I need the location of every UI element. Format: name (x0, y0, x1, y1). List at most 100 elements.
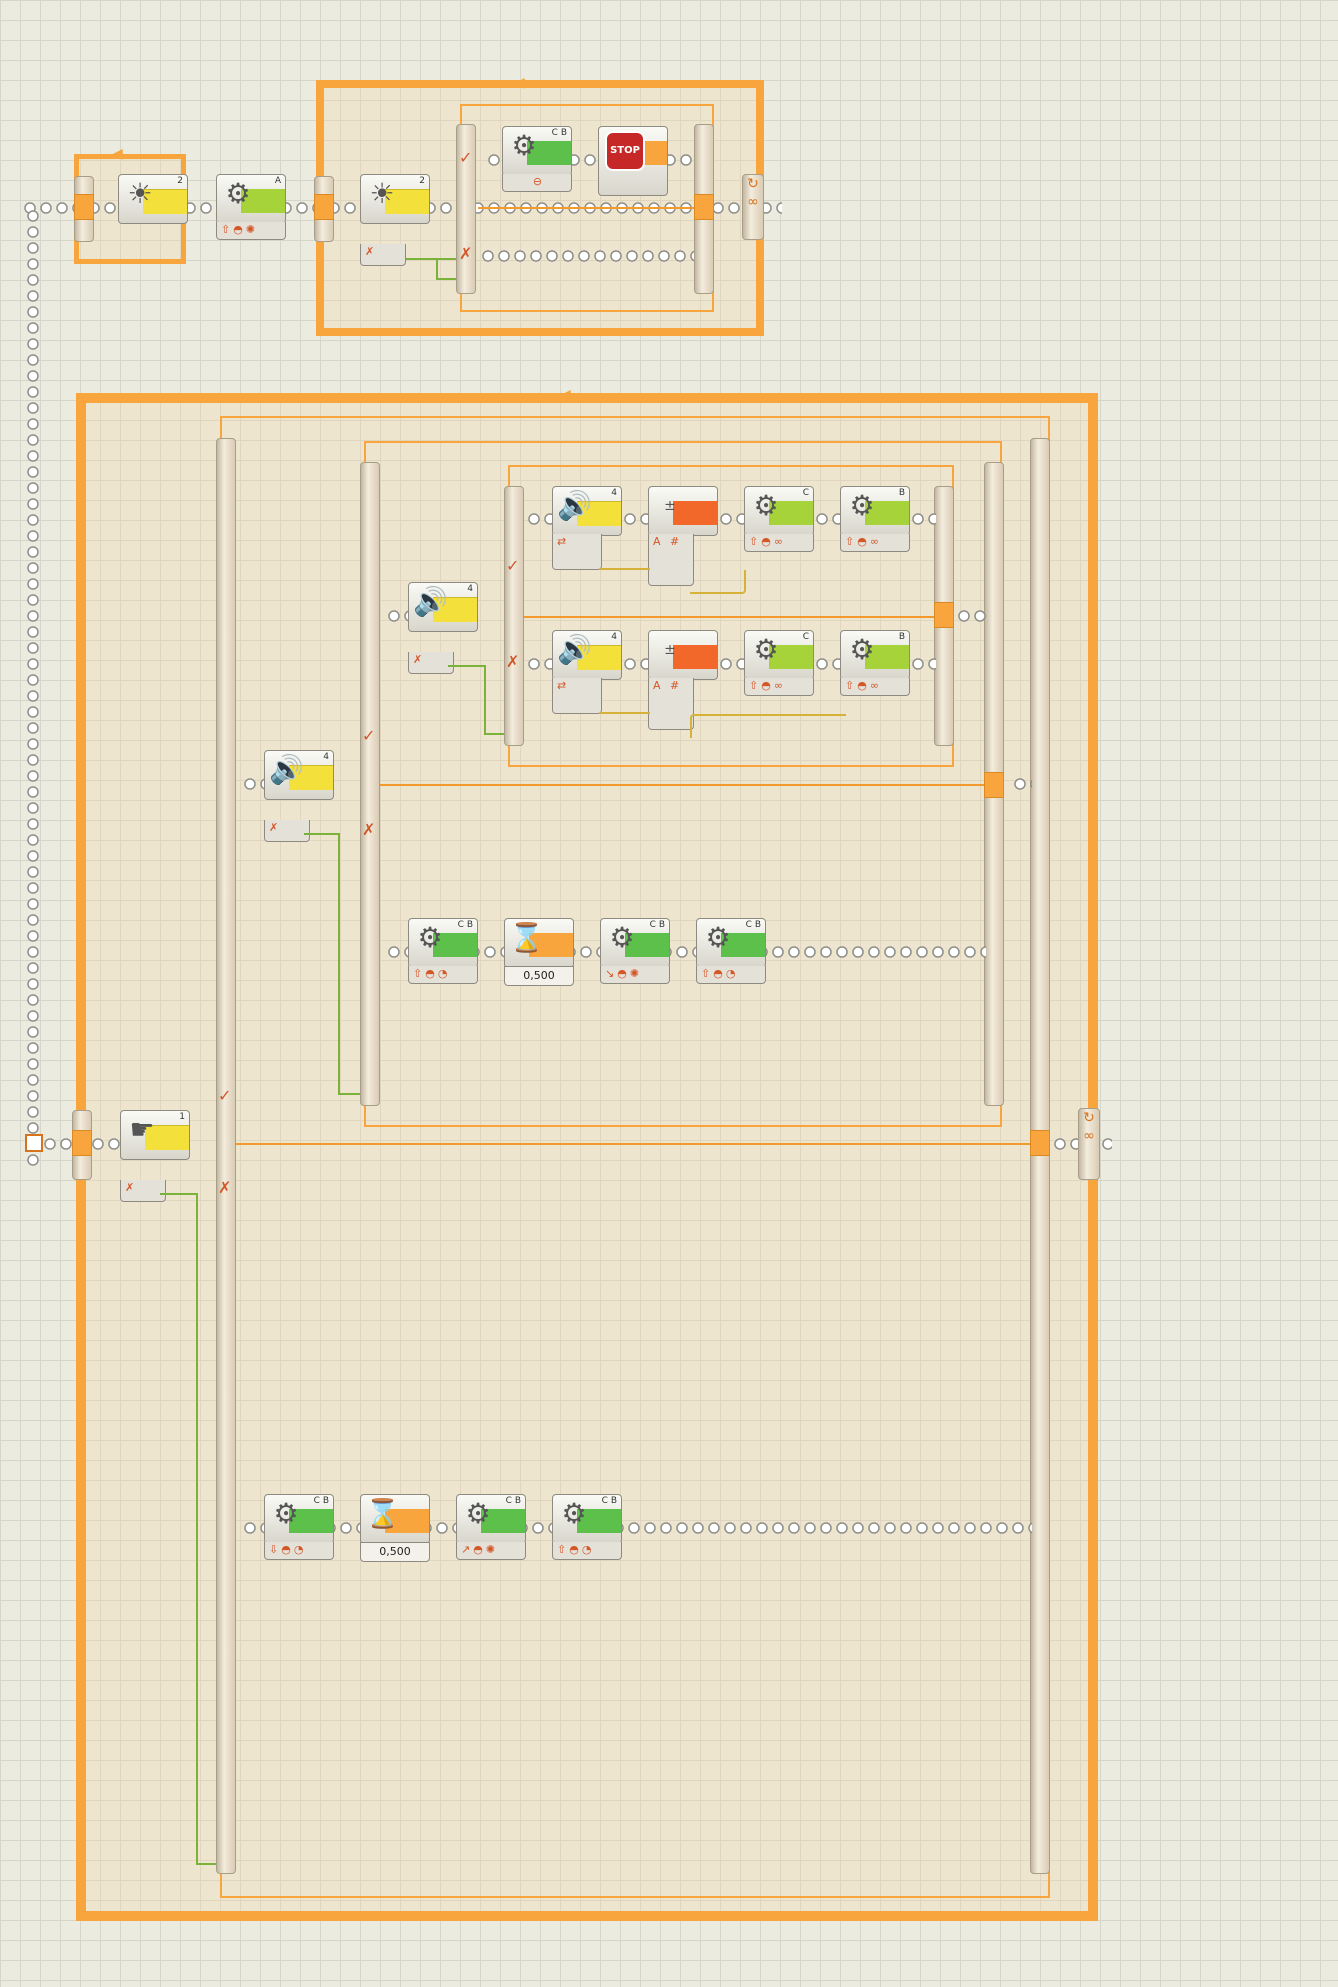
switch-1-left-column (456, 124, 476, 294)
switch-2-right-column (1030, 438, 1050, 1874)
motor-a-settings: ⇧◓✺ (216, 222, 286, 240)
motor-block-cb-1[interactable]: ⚙C B ⊖ (502, 126, 572, 194)
light-sensor-2-output-port[interactable]: ✗ (360, 244, 406, 266)
loop-2-left-tab (314, 194, 334, 220)
motor-block-cb-2[interactable]: ⚙C B ⇧◓◔ (408, 918, 478, 986)
gear-icon: ⚙ (417, 921, 443, 954)
light-sensor-block-2[interactable]: ☀2 ✗ (360, 174, 430, 266)
light-sensor-block-1[interactable]: ☀2 (118, 174, 188, 242)
math-block-2[interactable]: ± ×÷ A # (648, 630, 718, 730)
wait-2-value: 0,500 (360, 1542, 430, 1562)
number-wire-1 (600, 568, 650, 570)
true-check-icon: ✓ (362, 726, 376, 745)
logic-wire-sound1-a (304, 833, 340, 1095)
sound-sensor-2-output-port[interactable]: ✗ (408, 652, 454, 674)
gear-icon: ⚙ (849, 633, 875, 666)
stop-block[interactable]: STOP (598, 126, 668, 196)
sound-sensor-4-output-port[interactable]: ⇄ (552, 678, 602, 714)
motor-block-cb-3[interactable]: ⚙C B ↘◓✺ (600, 918, 670, 986)
switch-1-center-line (478, 207, 702, 209)
switch-2-right-tab (1030, 1130, 1050, 1156)
motor-block-a[interactable]: ⚙A ⇧◓✺ (216, 174, 286, 242)
hourglass-icon: ⌛ (509, 921, 544, 954)
sequence-beam-vertical (26, 208, 40, 1170)
wait-block-1[interactable]: ⌛ 0,500 (504, 918, 574, 986)
logic-wire-sound2-a (448, 665, 486, 735)
math-block-1[interactable]: ± ×÷ A # (648, 486, 718, 586)
motor-b-1-settings: ⇧◓∞ (840, 534, 910, 552)
false-cross-icon: ✗ (362, 820, 376, 839)
gear-icon: ⚙ (753, 489, 779, 522)
motor-block-cb-7[interactable]: ⚙C B ⇧◓◔ (552, 1494, 622, 1562)
motor-c-2-settings: ⇧◓∞ (744, 678, 814, 696)
sound-sensor-1-output-port[interactable]: ✗ (264, 820, 310, 842)
sound-sensor-block-4[interactable]: 🔊4 ⇄ (552, 630, 622, 714)
touch-sensor-block[interactable]: ☛1 ✗ (120, 1110, 190, 1202)
logic-wire-sound2-b (484, 733, 506, 735)
loop-1-arrow-icon: ◀ (112, 146, 123, 162)
program-start-icon[interactable] (25, 1134, 43, 1152)
switch-2-true-beam-b (1012, 777, 1032, 791)
motor-cb-7-settings: ⇧◓◔ (552, 1542, 622, 1560)
switch-4-center-line (520, 616, 936, 618)
motor-block-cb-6[interactable]: ⚙C B ↗◓✺ (456, 1494, 526, 1562)
sound-sensor-block-2[interactable]: 🔊4 ✗ (408, 582, 478, 674)
logic-wire-touch-b (196, 1863, 218, 1865)
true-check-icon: ✓ (506, 556, 520, 575)
switch-3-true-beam-a (386, 609, 412, 623)
motor-b-2-settings: ⇧◓∞ (840, 678, 910, 696)
switch-4-right-tab (934, 602, 954, 628)
math-block-1-ports[interactable]: A # (648, 534, 694, 586)
loop-2-arrow-icon: ◀ (514, 75, 525, 91)
switch-3-left-column (360, 462, 380, 1106)
gear-icon: ⚙ (609, 921, 635, 954)
number-wire-2 (690, 570, 746, 594)
motor-cb-5-settings: ⇩◓◔ (264, 1542, 334, 1560)
gear-icon: ⚙ (273, 1497, 299, 1530)
loop-1-left-tab (74, 194, 94, 220)
switch-3-right-tab (984, 772, 1004, 798)
sound-sensor-block-3[interactable]: 🔊4 ⇄ (552, 486, 622, 570)
gear-icon: ⚙ (465, 1497, 491, 1530)
stop-sign-icon: STOP (605, 131, 645, 171)
loop-3-end-icon[interactable]: ↻∞ (1078, 1108, 1100, 1180)
sun-icon: ☀ (369, 177, 395, 210)
speaker-icon: 🔊 (557, 633, 592, 666)
wait-block-2[interactable]: ⌛ 0,500 (360, 1494, 430, 1562)
motor-cb-4-settings: ⇧◓◔ (696, 966, 766, 984)
false-cross-icon: ✗ (218, 1178, 232, 1197)
motor-block-cb-4[interactable]: ⚙C B ⇧◓◔ (696, 918, 766, 986)
motor-cb-6-settings: ↗◓✺ (456, 1542, 526, 1560)
sound-sensor-block-1[interactable]: 🔊4 ✗ (264, 750, 334, 842)
hourglass-icon: ⌛ (365, 1497, 400, 1530)
motor-cb-2-settings: ⇧◓◔ (408, 966, 478, 984)
motor-block-b-1[interactable]: ⚙B ⇧◓∞ (840, 486, 910, 554)
gear-icon: ⚙ (561, 1497, 587, 1530)
logic-wire-touch-a (160, 1193, 198, 1865)
loop-2-end-icon[interactable]: ↻∞ (742, 174, 764, 240)
motor-cb-3-settings: ↘◓✺ (600, 966, 670, 984)
touch-sensor-output-port[interactable]: ✗ (120, 1180, 166, 1202)
motor-block-c-2[interactable]: ⚙C ⇧◓∞ (744, 630, 814, 698)
switch-2-false-beam (242, 1521, 1032, 1535)
speaker-icon: 🔊 (269, 753, 304, 786)
motor-block-b-2[interactable]: ⚙B ⇧◓∞ (840, 630, 910, 698)
switch-4-true-beam (526, 512, 936, 526)
sun-icon: ☀ (127, 177, 153, 210)
motor-block-c-1[interactable]: ⚙C ⇧◓∞ (744, 486, 814, 554)
switch-2-true-beam-a (242, 777, 268, 791)
switch-3-center-line (376, 784, 990, 786)
switch-4-false-beam (526, 657, 936, 671)
gear-icon: ⚙ (849, 489, 875, 522)
motor-block-cb-5[interactable]: ⚙C B ⇩◓◔ (264, 1494, 334, 1562)
logic-wire-sound1-b (338, 1093, 362, 1095)
math-block-2-ports[interactable]: A # (648, 678, 694, 730)
switch-1-false-beam (480, 249, 696, 263)
number-wire-4 (690, 714, 846, 738)
true-check-icon: ✓ (459, 148, 473, 167)
motor-cb-1-settings: ⊖ (502, 174, 572, 192)
math-icon: ± ×÷ (658, 642, 681, 679)
false-cross-icon: ✗ (459, 244, 473, 263)
sound-sensor-3-output-port[interactable]: ⇄ (552, 534, 602, 570)
